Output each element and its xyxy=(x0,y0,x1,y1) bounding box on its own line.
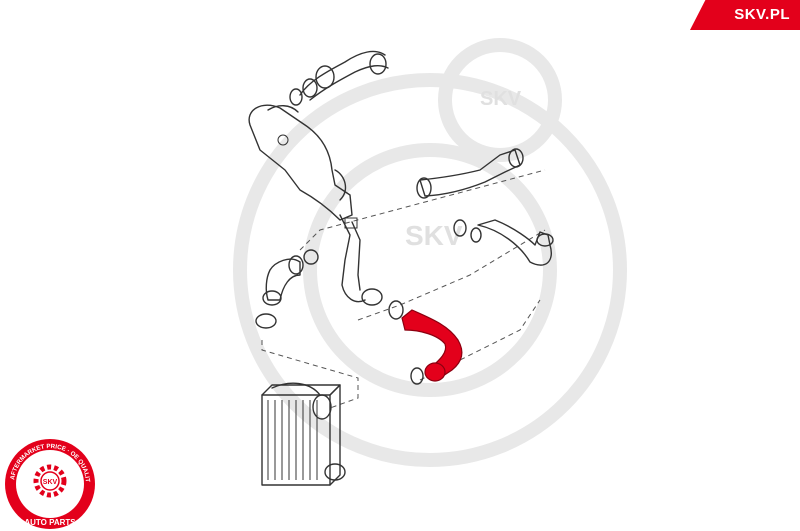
upper-right-hose xyxy=(416,148,524,199)
guide-line-upper xyxy=(299,169,546,251)
upper-intake-pipe xyxy=(248,50,389,306)
watermark-gear-ring xyxy=(233,73,627,467)
intercooler-hose-highlight[interactable] xyxy=(401,309,463,382)
watermark-text-top: SKV xyxy=(480,88,522,110)
left-hose xyxy=(255,249,319,329)
brand-logo-text[interactable]: SKV.PL xyxy=(734,6,790,23)
seal-bottom-text: AUTO PARTS xyxy=(24,518,76,527)
gear-icon xyxy=(33,464,67,498)
intercooler xyxy=(261,382,346,486)
clamp-ring-lower xyxy=(410,367,424,385)
clamp-ring-upper xyxy=(388,300,404,320)
seal-center-text: SKV xyxy=(43,479,58,486)
guide-line-mid xyxy=(357,229,546,321)
watermark-gear-inner xyxy=(303,143,557,397)
skv-seal-badge: AFTERMARKET PRICE · OE QUALITY SKV AUTO … xyxy=(2,437,95,529)
middle-right-hose xyxy=(453,219,554,266)
brand-tab[interactable] xyxy=(690,0,800,30)
watermark-text-center: SKV xyxy=(405,220,463,251)
guide-line-lower xyxy=(261,340,359,409)
watermark: SKV SKV xyxy=(233,38,627,467)
